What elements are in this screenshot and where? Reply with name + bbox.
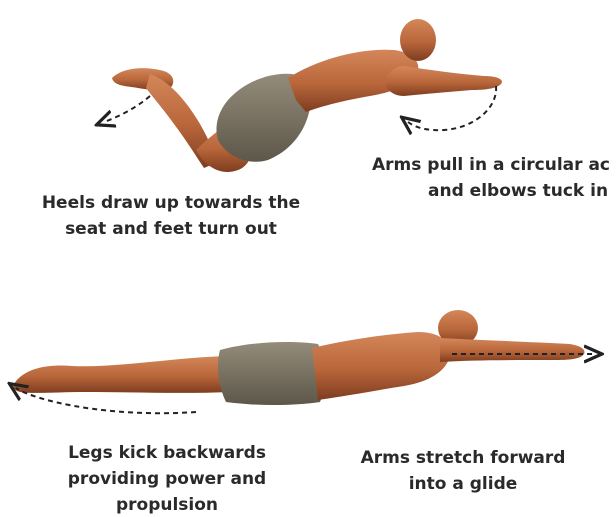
legs-extended [13,356,232,393]
shorts [218,342,324,405]
caption-legs-kick-line1: Legs kick backwards [22,440,312,466]
caption-legs-kick-line3: propulsion [22,492,312,517]
caption-heels-line2: seat and feet turn out [6,216,336,242]
caption-arms-stretch-line1: Arms stretch forward [318,445,608,471]
caption-heels-line1: Heels draw up towards the [6,190,336,216]
caption-heels: Heels draw up towards the seat and feet … [6,190,336,242]
caption-arms-stretch: Arms stretch forward into a glide [318,445,608,497]
caption-arms-stretch-line2: into a glide [318,471,608,497]
torso [312,332,450,400]
caption-arms-pull-line2: and elbows tuck in [372,178,616,204]
arms-extended [440,338,584,362]
arms-bent [386,66,502,96]
swimmer-recovery [104,19,502,172]
caption-legs-kick: Legs kick backwards providing power and … [22,440,312,517]
caption-arms-pull: Arms pull in a circular ac and elbows tu… [372,152,616,204]
head [400,19,436,61]
caption-legs-kick-line2: providing power and [22,466,312,492]
caption-arms-pull-line1: Arms pull in a circular ac [372,152,616,178]
heel-arrow [104,96,150,122]
swimmer-glide [13,310,594,413]
